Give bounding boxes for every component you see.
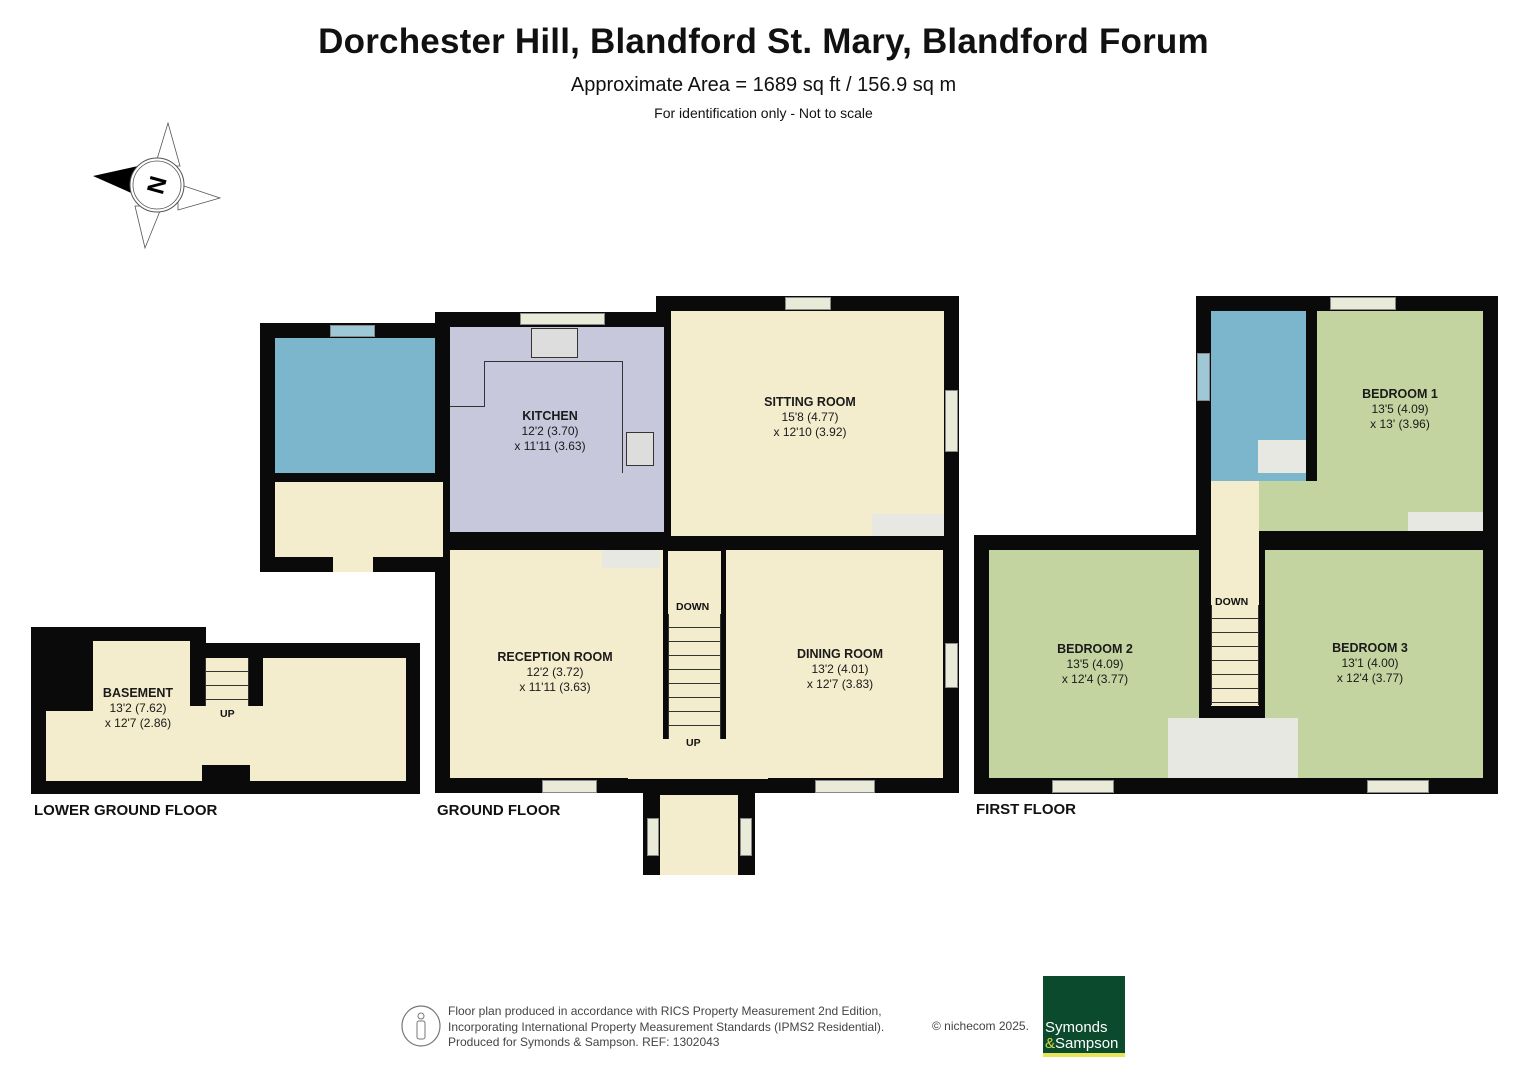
north-arrow-compass-icon: N bbox=[93, 121, 222, 250]
rics-statement: Floor plan produced in accordance with R… bbox=[448, 1004, 885, 1049]
shower-room bbox=[275, 338, 435, 473]
symonds-sampson-logo: Symonds &Sampson bbox=[1043, 976, 1125, 1056]
stairs bbox=[1211, 605, 1259, 705]
stairs bbox=[668, 614, 721, 739]
porch bbox=[660, 795, 738, 875]
kitchen-label: KITCHEN 12'2 (3.70) x 11'11 (3.63) bbox=[514, 409, 586, 453]
bedroom-3 bbox=[1265, 550, 1483, 778]
ground-floor-label: GROUND FLOOR bbox=[437, 802, 561, 819]
basement-label: BASEMENT 13'2 (7.62) x 12'7 (2.86) bbox=[102, 686, 174, 730]
first-floor-label: FIRST FLOOR bbox=[976, 801, 1076, 818]
stairs-down-label: DOWN bbox=[1215, 596, 1249, 608]
rear-lobby bbox=[275, 482, 443, 557]
stairs-up-label: UP bbox=[220, 708, 235, 720]
bedroom-2-label: BEDROOM 2 13'5 (4.09) x 12'4 (3.77) bbox=[1057, 642, 1133, 686]
plan-title: Dorchester Hill, Blandford St. Mary, Bla… bbox=[318, 22, 1209, 61]
sink-icon bbox=[531, 328, 578, 358]
approximate-area: Approximate Area = 1689 sq ft / 156.9 sq… bbox=[570, 74, 957, 96]
sitting-room-label: SITTING ROOM 15'8 (4.77) x 12'10 (3.92) bbox=[764, 395, 856, 439]
stairs-up-label: UP bbox=[686, 737, 701, 749]
bedroom-3-label: BEDROOM 3 13'1 (4.00) x 12'4 (3.77) bbox=[1332, 641, 1408, 685]
svg-text:N: N bbox=[142, 173, 173, 197]
bedroom-1-label: BEDROOM 1 13'5 (4.09) x 13' (3.96) bbox=[1362, 387, 1438, 431]
copyright: © nichecom 2025. bbox=[932, 1019, 1029, 1033]
storage-cupboard bbox=[1168, 718, 1298, 778]
logo-accent-bar bbox=[1043, 1053, 1125, 1057]
bedroom-2 bbox=[989, 550, 1199, 778]
stairs-down-label: DOWN bbox=[676, 601, 710, 613]
hob-icon bbox=[626, 432, 654, 466]
dining-room bbox=[726, 550, 943, 778]
ipms-person-icon bbox=[401, 1005, 441, 1047]
disclaimer: For identification only - Not to scale bbox=[654, 105, 873, 121]
lower-ground-floor-label: LOWER GROUND FLOOR bbox=[34, 802, 218, 819]
reception-room-label: RECEPTION ROOM 12'2 (3.72) x 11'11 (3.63… bbox=[497, 650, 613, 694]
dining-room-label: DINING ROOM 13'2 (4.01) x 12'7 (3.83) bbox=[796, 647, 884, 691]
reception-room bbox=[450, 550, 663, 778]
sitting-room bbox=[671, 311, 944, 536]
